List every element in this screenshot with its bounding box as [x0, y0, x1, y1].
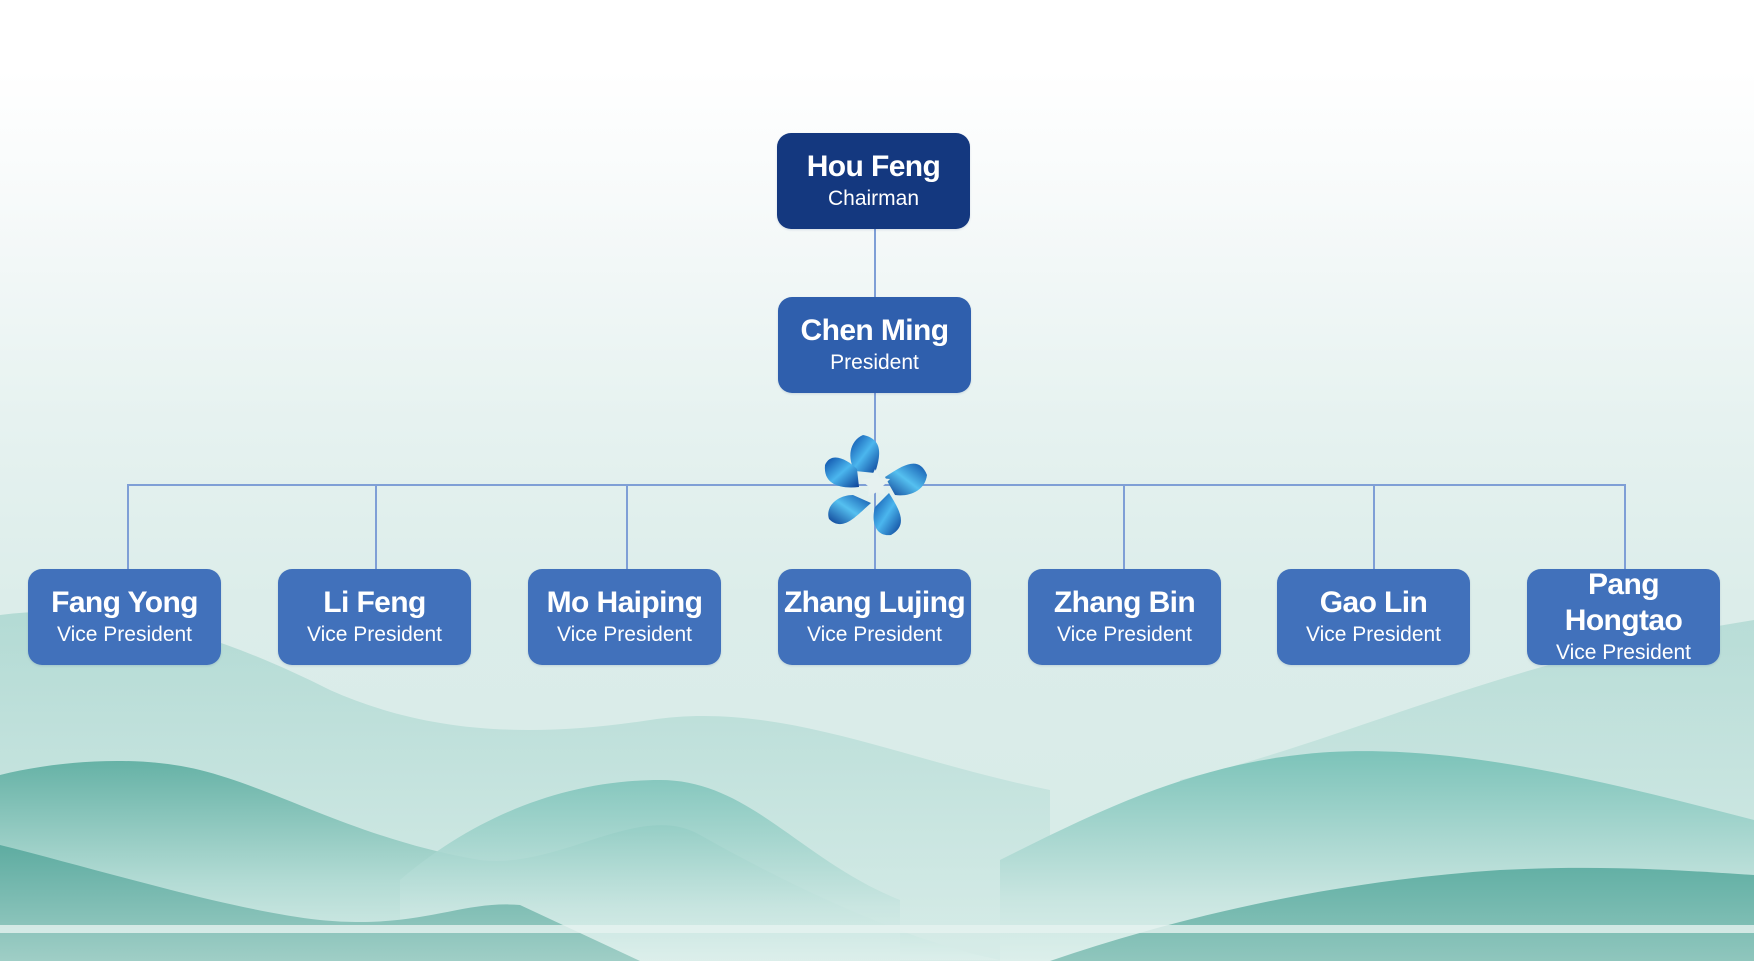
water-mist — [0, 925, 1754, 933]
node-president[interactable]: Chen Ming President — [778, 297, 971, 393]
node-title: President — [830, 351, 919, 374]
node-title: Vice President — [1056, 623, 1193, 646]
node-vice-president[interactable]: Zhang Bin Vice President — [1028, 569, 1221, 665]
node-name: Gao Lin — [1319, 586, 1428, 619]
connector-vp-3 — [626, 484, 628, 569]
node-vice-president[interactable]: Mo Haiping Vice President — [528, 569, 721, 665]
connector-vp-2 — [375, 484, 377, 569]
node-name: Li Feng — [323, 586, 426, 619]
node-title: Vice President — [1305, 623, 1442, 646]
company-flower-logo-icon — [824, 435, 927, 536]
node-name: Fang Yong — [51, 586, 198, 619]
node-chairman[interactable]: Hou Feng Chairman — [777, 133, 970, 229]
node-name: Zhang Lujing — [783, 586, 966, 619]
node-title: Vice President — [56, 623, 193, 646]
node-vice-president[interactable]: Pang Hongtao Vice President — [1527, 568, 1720, 665]
node-name: Pang Hongtao — [1564, 568, 1683, 637]
node-title: Vice President — [306, 623, 443, 646]
node-title: Vice President — [556, 623, 693, 646]
node-name: Zhang Bin — [1053, 586, 1196, 619]
node-vice-president[interactable]: Gao Lin Vice President — [1277, 569, 1470, 665]
node-vice-president[interactable]: Li Feng Vice President — [278, 569, 471, 665]
node-title: Chairman — [827, 187, 920, 210]
node-name: Chen Ming — [800, 314, 950, 347]
node-name: Mo Haiping — [546, 586, 703, 619]
connector-vp-6 — [1373, 484, 1375, 569]
node-title: Vice President — [1555, 641, 1692, 664]
node-name: Hou Feng — [806, 150, 941, 183]
connector-chairman-president — [874, 229, 876, 297]
node-vice-president[interactable]: Zhang Lujing Vice President — [778, 569, 971, 665]
node-title: Vice President — [806, 623, 943, 646]
connector-vp-5 — [1123, 484, 1125, 569]
node-vice-president[interactable]: Fang Yong Vice President — [28, 569, 221, 665]
connector-vp-7 — [1624, 484, 1626, 569]
connector-vp-1 — [127, 484, 129, 569]
front-mountain-right — [1050, 867, 1754, 961]
